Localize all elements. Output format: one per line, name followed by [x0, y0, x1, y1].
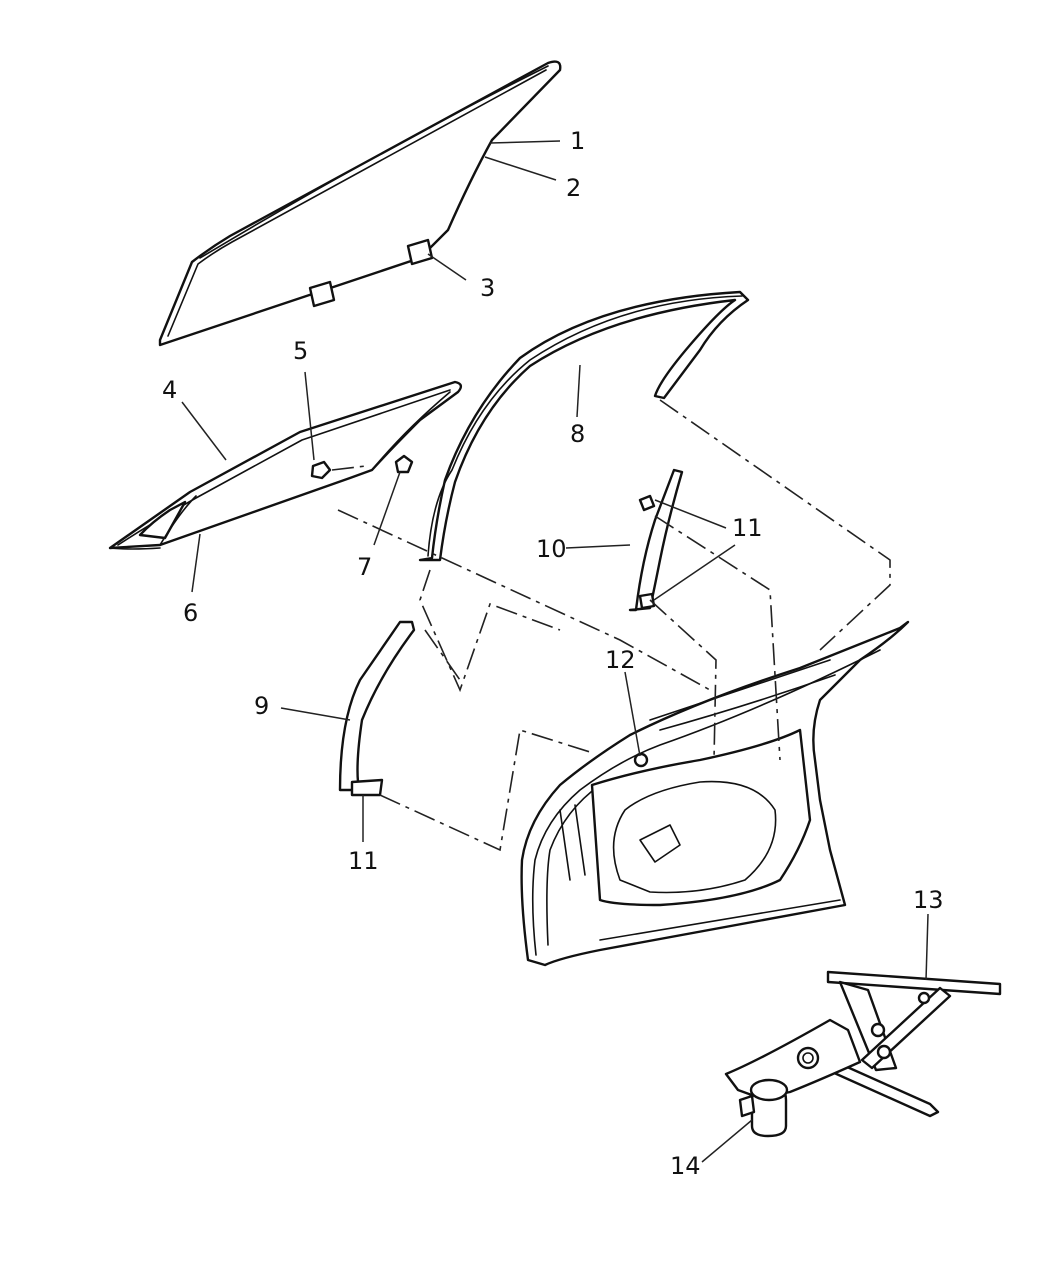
screw-part-5	[310, 460, 367, 480]
callout-6: 6	[183, 599, 198, 627]
door-glass-part-1	[158, 60, 562, 347]
vent-glass-part-4	[108, 380, 463, 550]
callout-3: 3	[480, 274, 495, 302]
callout-2: 2	[566, 174, 581, 202]
callout-7: 7	[357, 553, 372, 581]
frame-molding-part-8	[418, 290, 750, 562]
leader-lines	[181, 140, 929, 1163]
glass-clip-part-3	[308, 238, 434, 308]
callout-labels: 1 2 3 4 5 6 7 8 9 10 11 11 12 13 14	[162, 127, 944, 1180]
callout-12: 12	[605, 646, 636, 674]
assembly-lines	[337, 399, 891, 852]
channel-part-9	[338, 620, 416, 797]
clip-part-7	[394, 454, 414, 474]
callout-10: 10	[536, 535, 567, 563]
callout-8: 8	[570, 420, 585, 448]
regulator-motor-part-14	[738, 1078, 789, 1138]
channel-part-10	[628, 468, 684, 612]
window-regulator-part-13	[724, 970, 1002, 1118]
callout-5: 5	[293, 337, 308, 365]
callout-11-lower: 11	[348, 847, 379, 875]
vent-frame-part-6	[109, 547, 161, 550]
callout-13: 13	[913, 886, 944, 914]
callout-1: 1	[570, 127, 585, 155]
callout-9: 9	[254, 692, 269, 720]
callout-14: 14	[670, 1152, 701, 1180]
callout-11-upper: 11	[732, 514, 763, 542]
door-shell	[520, 620, 910, 967]
callout-4: 4	[162, 376, 177, 404]
